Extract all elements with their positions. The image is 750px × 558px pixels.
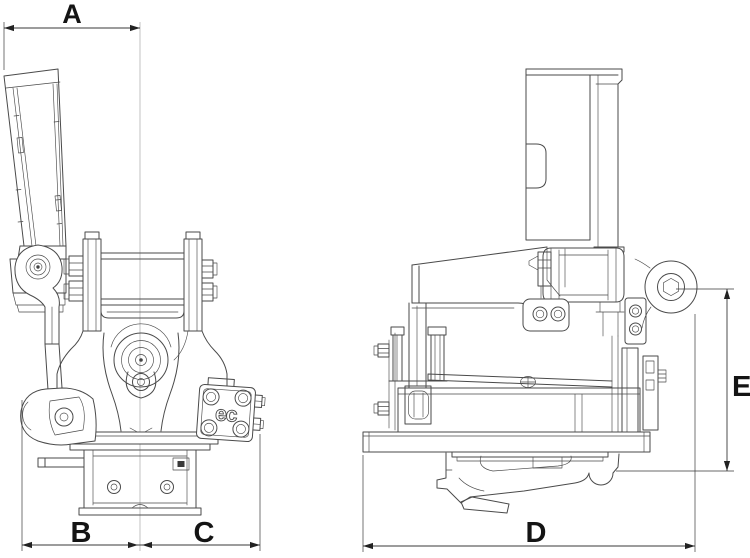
valve-block: ec [196, 377, 266, 443]
ec-brand-logo: ec [214, 402, 238, 427]
hex-socket [663, 278, 679, 296]
pivot-barrel [528, 247, 625, 337]
side-rod [37, 457, 85, 468]
dimension-d: D [362, 314, 696, 552]
tilt-arm [408, 246, 570, 389]
pivot-bolt-center [36, 265, 40, 269]
top-mount-bracket [63, 231, 218, 332]
lower-adapter-box [37, 449, 202, 516]
base-plate-side [362, 431, 651, 462]
pin-boss-assembly [624, 258, 698, 345]
main-body-side [397, 335, 667, 433]
dim-d-label: D [526, 517, 547, 549]
center-hub [113, 332, 169, 388]
bucket-adapter [436, 452, 620, 514]
front-view: ec [3, 22, 266, 551]
dim-a-label: A [62, 0, 82, 29]
dimension-e: E [616, 288, 750, 472]
bracket-bolts-right [201, 259, 218, 302]
cast-housing [56, 323, 228, 435]
valve-ports [252, 394, 266, 431]
bracket-bolts-left [63, 255, 84, 302]
link-plate [522, 298, 570, 332]
dimension-a: A [3, 0, 140, 70]
side-plates [373, 326, 448, 431]
latch-indicator [177, 461, 185, 467]
pivot-knuckle [14, 244, 63, 391]
dim-e-label: E [732, 371, 750, 403]
dim-b-label: B [71, 517, 92, 549]
grease-fitting [528, 255, 539, 271]
handle-cylinder-side [525, 68, 625, 253]
side-view [362, 68, 698, 514]
handle-lever [3, 68, 67, 247]
dim-c-label: C [194, 517, 215, 549]
valve-bolts [200, 388, 252, 438]
front-left-lobe [20, 387, 97, 446]
dimension-b-c: B C [21, 400, 261, 551]
pin-boss-outline [644, 260, 698, 314]
side-hex-bolts [373, 343, 390, 416]
